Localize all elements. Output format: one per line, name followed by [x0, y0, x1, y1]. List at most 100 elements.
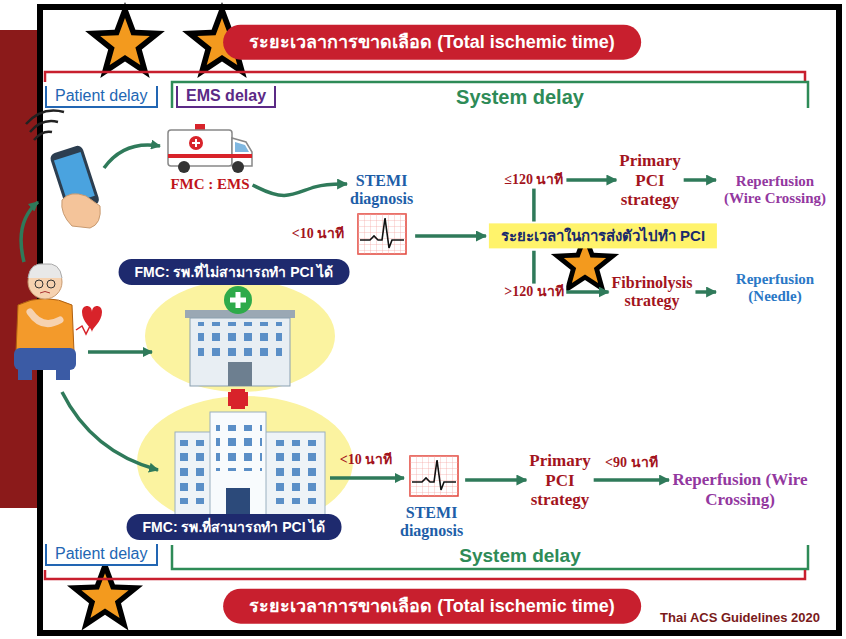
delay-label: System delay	[456, 85, 584, 109]
hospital-building	[228, 362, 252, 386]
node-text: FMC: รพ.ที่ไม่สามารถทำ PCI ได้	[135, 264, 334, 280]
strategy-step: Fibrinolysis strategy	[612, 274, 693, 311]
time-brackets	[45, 72, 805, 82]
node-text: Primary PCI strategy	[619, 151, 680, 210]
flow-arrow	[684, 178, 716, 182]
highlight-blob	[145, 280, 335, 392]
ambulance-icon	[168, 130, 232, 166]
flow-arrow	[21, 202, 38, 262]
pci-hospital-building	[270, 440, 320, 504]
node-text: FMC: รพ.ที่สามารถทำ PCI ได้	[143, 519, 326, 535]
time-brackets	[172, 545, 808, 569]
ambulance-icon	[192, 139, 200, 147]
time-label: <10 นาที	[292, 226, 344, 243]
ambulance-icon	[189, 136, 203, 150]
ecg-icon	[410, 456, 458, 496]
patient-figure	[30, 312, 60, 324]
time-label: ≤120 นาที	[501, 172, 566, 189]
patient-figure	[56, 366, 70, 380]
node-text: STEMI diagnosis	[350, 172, 413, 209]
source-note: Thai ACS Guidelines 2020	[660, 610, 820, 626]
frame	[40, 7, 839, 633]
flow-arrow	[21, 145, 404, 478]
patient-figure	[76, 322, 92, 334]
ambulance-icon	[232, 138, 252, 166]
strategy-step: Primary PCI strategy	[619, 151, 680, 210]
ecg-icon	[358, 214, 406, 254]
pci-hospital-building	[231, 389, 245, 409]
patient-figure	[40, 292, 50, 294]
transfer-time-box: ระยะเวลาในการส่งตัวไปทำ PCI	[489, 223, 717, 248]
hospital-building	[185, 286, 295, 386]
ecg-icon	[412, 460, 456, 490]
delay-box: EMS delay	[176, 86, 276, 108]
flow-arrow	[330, 476, 404, 480]
phone-icon	[26, 111, 100, 229]
patient-figure	[82, 306, 102, 332]
patient-figure	[35, 280, 43, 288]
time-brackets	[45, 570, 805, 579]
node-text: Fibrinolysis strategy	[612, 274, 693, 311]
node-text: STEMI diagnosis	[400, 504, 463, 541]
star-mark	[85, 2, 165, 78]
node-text: EMS delay	[186, 87, 266, 105]
pci-hospital-building	[210, 412, 266, 518]
time-brackets	[45, 72, 808, 579]
time-label: >120 นาที	[501, 284, 566, 301]
ambulance-icon	[178, 161, 190, 173]
delay-box: Patient delay	[45, 544, 158, 566]
ecg-icon	[358, 214, 406, 254]
flow-arrow	[253, 184, 347, 196]
node-text: Patient delay	[55, 87, 148, 105]
node-text: Reperfusion (Needle)	[719, 271, 831, 306]
ecg-icon	[358, 214, 406, 254]
highlight-blob	[137, 396, 353, 528]
flow-arrow	[415, 234, 486, 238]
node-text: ระยะเวลาการขาดเลือด (Total ischemic time…	[249, 596, 615, 617]
hospital-building	[230, 292, 246, 308]
delay-label: System delay	[459, 545, 580, 568]
phone-icon	[26, 111, 64, 125]
contact-pill: FMC: รพ.ที่สามารถทำ PCI ได้	[127, 514, 342, 540]
reperfusion-step: Reperfusion (Wire Crossing)	[672, 470, 808, 509]
time-label: <90 นาที	[602, 455, 660, 472]
pci-hospital-building	[175, 389, 325, 518]
star-mark	[67, 558, 143, 630]
hospital-building	[198, 322, 282, 360]
strategy-step: Primary PCI strategy	[529, 451, 590, 510]
ambulance-icon	[168, 154, 252, 158]
ambulance-icon	[195, 124, 205, 130]
patient-figure	[28, 264, 62, 278]
pci-hospital-building	[180, 440, 208, 504]
phone-icon	[30, 121, 58, 132]
node-text: ระยะเวลาการขาดเลือด (Total ischemic time…	[249, 32, 615, 53]
ambulance-icon	[235, 142, 249, 152]
reperfusion-step: Reperfusion (Needle)	[719, 271, 831, 306]
star-mark	[67, 558, 143, 630]
node-text: Patient delay	[55, 545, 148, 563]
hospital-building	[224, 286, 252, 314]
star-mark	[564, 243, 606, 283]
contact-pill: FMC: รพ.ที่ไม่สามารถทำ PCI ได้	[119, 259, 350, 285]
node-text: ระยะเวลาในการส่งตัวไปทำ PCI	[501, 227, 705, 244]
pci-hospital-building	[232, 396, 244, 402]
flow-arrow	[594, 478, 669, 482]
node-text: FMC : EMS	[170, 176, 249, 193]
flow-arrow	[465, 478, 526, 482]
hospital-building	[190, 318, 290, 386]
ecg-icon	[360, 218, 404, 248]
star-mark	[100, 18, 150, 65]
time-label: <10 นาที	[340, 452, 392, 469]
node-text: Primary PCI strategy	[529, 451, 590, 510]
patient-figure	[47, 280, 55, 288]
diagnosis-step: STEMI diagnosis	[350, 172, 413, 259]
ambulance-icon	[232, 161, 244, 173]
node-text: Reperfusion (Wire Crossing)	[672, 470, 808, 509]
time-brackets	[172, 82, 808, 108]
flow-arrow	[62, 392, 158, 470]
phone-icon	[62, 194, 101, 228]
star-mark	[85, 2, 165, 78]
contact-label: FMC : EMS	[170, 176, 249, 193]
reperfusion-step: Reperfusion (Wire Crossing)	[719, 173, 831, 208]
ambulance-icon	[168, 124, 252, 173]
